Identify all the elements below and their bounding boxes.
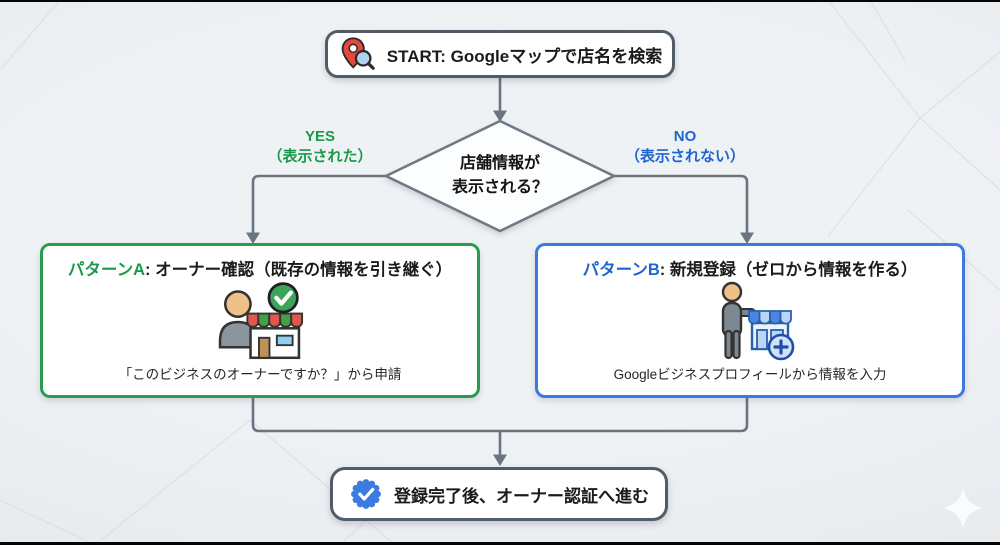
arrowhead-to-decision xyxy=(493,110,507,122)
yes-label: YES xyxy=(304,128,335,145)
pattern-b-badge: パターンB xyxy=(582,261,660,279)
pattern-b-title: パターンB: 新規登録（ゼロから情報を作る） xyxy=(583,256,918,280)
decision-diamond xyxy=(384,119,616,233)
end-node: 登録完了後、オーナー認証へ進む xyxy=(330,467,668,521)
pattern-b-card: パターンB: 新規登録（ゼロから情報を作る） Googleビジネスプロフィールか… xyxy=(535,243,965,398)
no-label: NO xyxy=(673,128,697,145)
decision-node-text: 店舗情報が 表示される？ xyxy=(400,152,600,200)
arrowhead-to-end xyxy=(493,454,507,466)
pattern-a-title: パターンA: オーナー確認（既存の情報を引き継ぐ） xyxy=(68,256,452,280)
verified-badge-icon xyxy=(349,477,383,511)
start-node-label: START: Googleマップで店名を検索 xyxy=(386,46,663,66)
store-add-icon xyxy=(704,281,796,363)
sparkle-star xyxy=(943,488,983,528)
owner-store-check-icon xyxy=(212,281,308,362)
start-node: START: Googleマップで店名を検索 xyxy=(325,30,675,78)
map-pin-search-icon xyxy=(338,35,376,73)
decision-line-1: 店舗情報が xyxy=(459,155,540,172)
arrowhead-to-pattern-a xyxy=(246,232,260,244)
pattern-a-card: パターンA: オーナー確認（既存の情報を引き継ぐ） 「このビジネスのオーナーです… xyxy=(40,243,480,398)
decision-line-2: 表示される？ xyxy=(451,179,548,196)
letterbox-bar-top xyxy=(0,0,1000,2)
pattern-a-caption: 「このビジネスのオーナーですか？」から申請 xyxy=(118,367,402,382)
branch-label-yes: YES （表示された） xyxy=(225,127,415,167)
pattern-b-title-text: : 新規登録（ゼロから情報を作る） xyxy=(659,261,918,279)
no-sublabel: （表示されない） xyxy=(624,148,745,165)
arrowhead-to-pattern-b xyxy=(740,232,754,244)
yes-sublabel: （表示された） xyxy=(267,148,373,165)
branch-label-no: NO （表示されない） xyxy=(590,127,780,167)
pattern-a-title-text: : オーナー確認（既存の情報を引き継ぐ） xyxy=(145,261,453,279)
pattern-a-badge: パターンA xyxy=(67,261,145,279)
end-node-label: 登録完了後、オーナー認証へ進む xyxy=(394,486,649,506)
pattern-b-caption: Googleビジネスプロフィールから情報を入力 xyxy=(613,367,887,382)
letterbox-bar-bottom xyxy=(0,542,1000,545)
